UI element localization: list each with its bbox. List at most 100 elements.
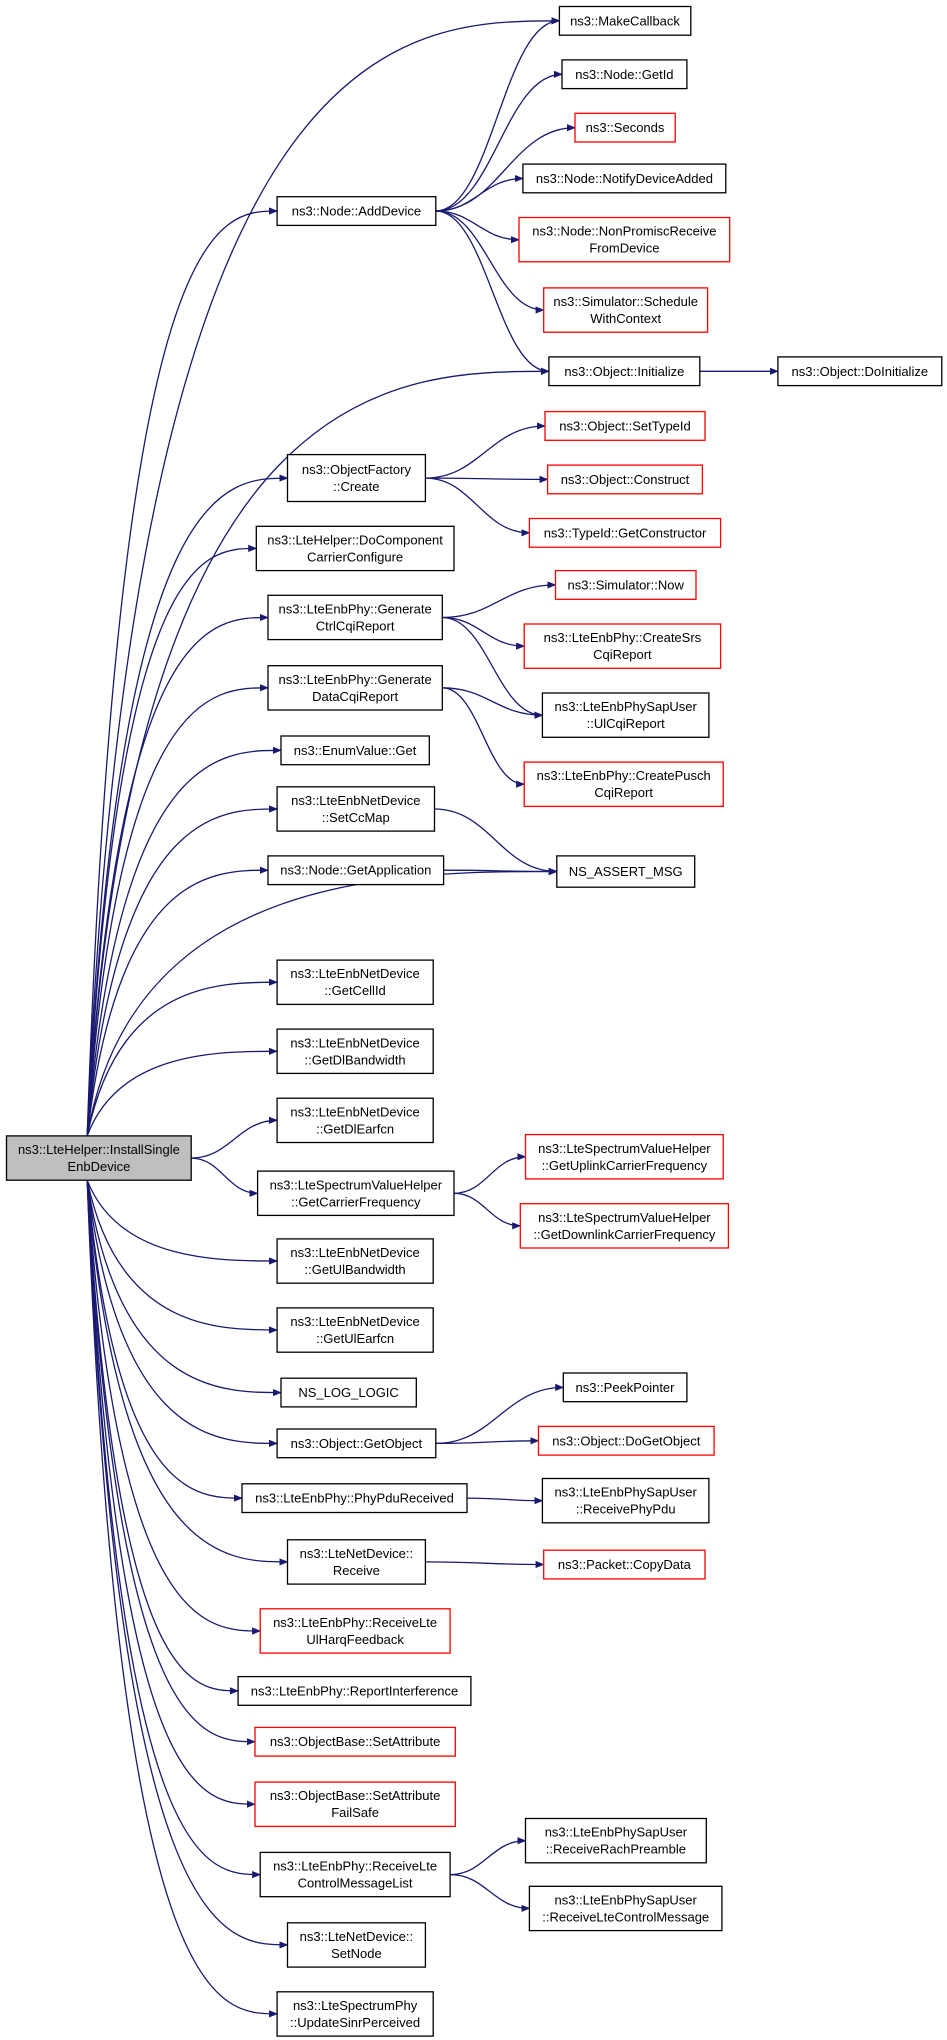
node-receivephypdu[interactable]: ns3::LteEnbPhySapUser::ReceivePhyPdu: [541, 1477, 710, 1524]
node-notifydeviceadded[interactable]: ns3::Node::NotifyDeviceAdded: [522, 163, 727, 194]
node-box-getdlbw[interactable]: [276, 1028, 434, 1075]
node-factorycreate[interactable]: ns3::ObjectFactory::Create: [286, 453, 427, 503]
node-box-setattribute[interactable]: [254, 1726, 456, 1757]
node-ctrlmsglist[interactable]: ns3::LteEnbPhy::ReceiveLteControlMessage…: [259, 1851, 451, 1898]
node-box-schedulewithcontext[interactable]: [543, 287, 709, 333]
node-getulearfcn[interactable]: ns3::LteEnbNetDevice::GetUlEarfcn: [276, 1307, 434, 1353]
node-initialize[interactable]: ns3::Object::Initialize: [548, 356, 701, 387]
node-box-gencqi[interactable]: [267, 594, 443, 641]
node-box-ctrlmsglist[interactable]: [259, 1851, 451, 1898]
node-makecallback[interactable]: ns3::MakeCallback: [558, 5, 692, 36]
node-box-getdlearfcn[interactable]: [276, 1097, 434, 1144]
node-box-downlinkcarrier[interactable]: [519, 1203, 730, 1249]
node-box-reportinterference[interactable]: [237, 1675, 472, 1706]
node-assertmsg[interactable]: NS_ASSERT_MSG: [556, 855, 696, 888]
node-box-getapplication[interactable]: [267, 855, 445, 886]
node-docc[interactable]: ns3::LteHelper::DoComponentCarrierConfig…: [255, 525, 455, 572]
node-box-makecallback[interactable]: [558, 5, 692, 36]
node-setccmap[interactable]: ns3::LteEnbNetDevice::SetCcMap: [276, 786, 436, 832]
node-box-adddevice[interactable]: [276, 196, 437, 227]
node-box-setattributefailsafe[interactable]: [254, 1781, 456, 1828]
node-box-uplinkcarrier[interactable]: [524, 1133, 724, 1180]
node-box-settypeid[interactable]: [544, 410, 706, 441]
node-loglogic[interactable]: NS_LOG_LOGIC: [280, 1377, 417, 1408]
node-box-peekpointer[interactable]: [562, 1372, 688, 1403]
node-box-ulcqireport[interactable]: [541, 692, 710, 738]
node-getdlbw[interactable]: ns3::LteEnbNetDevice::GetDlBandwidth: [276, 1028, 434, 1075]
node-box-nonpromisc[interactable]: [518, 216, 731, 263]
node-rachpreamble[interactable]: ns3::LteEnbPhySapUser::ReceiveRachPreamb…: [524, 1817, 707, 1864]
node-box-createsrs[interactable]: [523, 623, 722, 669]
node-box-getulearfcn[interactable]: [276, 1307, 434, 1353]
node-box-netdevreceive[interactable]: [286, 1539, 427, 1585]
node-box-root[interactable]: [5, 1135, 192, 1181]
node-box-copydata[interactable]: [543, 1549, 706, 1580]
node-getconstructor[interactable]: ns3::TypeId::GetConstructor: [528, 517, 722, 548]
node-enumget[interactable]: ns3::EnumValue::Get: [280, 735, 430, 766]
node-seconds[interactable]: ns3::Seconds: [574, 112, 676, 143]
node-box-phypdureceived[interactable]: [241, 1483, 468, 1514]
node-box-ulharq[interactable]: [259, 1608, 451, 1654]
node-phypdureceived[interactable]: ns3::LteEnbPhy::PhyPduReceived: [241, 1483, 468, 1514]
node-getapplication[interactable]: ns3::Node::GetApplication: [267, 855, 445, 886]
node-peekpointer[interactable]: ns3::PeekPointer: [562, 1372, 688, 1403]
node-box-doinitialize[interactable]: [777, 356, 943, 387]
node-copydata[interactable]: ns3::Packet::CopyData: [543, 1549, 706, 1580]
node-box-getobject[interactable]: [276, 1428, 437, 1459]
node-box-notifydeviceadded[interactable]: [522, 163, 727, 194]
node-box-spectrumcarrier[interactable]: [256, 1170, 455, 1217]
node-box-createpusch[interactable]: [523, 761, 724, 808]
node-updatesinr[interactable]: ns3::LteSpectrumPhy::UpdateSinrPerceived: [276, 1991, 434, 2037]
node-box-dogetobject[interactable]: [537, 1425, 715, 1456]
node-setnode[interactable]: ns3::LteNetDevice::SetNode: [286, 1922, 427, 1968]
node-box-getconstructor[interactable]: [528, 517, 722, 548]
node-box-factorycreate[interactable]: [286, 453, 427, 503]
node-getobject[interactable]: ns3::Object::GetObject: [276, 1428, 437, 1459]
node-box-updatesinr[interactable]: [276, 1991, 434, 2037]
node-box-rachpreamble[interactable]: [524, 1817, 707, 1864]
node-ulcqireport[interactable]: ns3::LteEnbPhySapUser::UlCqiReport: [541, 692, 710, 738]
node-box-docc[interactable]: [255, 525, 455, 572]
node-uplinkcarrier[interactable]: ns3::LteSpectrumValueHelper::GetUplinkCa…: [524, 1133, 724, 1180]
node-box-gendatacqi[interactable]: [267, 665, 443, 711]
node-downlinkcarrier[interactable]: ns3::LteSpectrumValueHelper::GetDownlink…: [519, 1203, 730, 1249]
node-box-ltectrlmsg[interactable]: [528, 1885, 723, 1932]
node-box-node_getid[interactable]: [561, 59, 688, 90]
node-box-simnow[interactable]: [554, 569, 697, 600]
node-adddevice[interactable]: ns3::Node::AddDevice: [276, 196, 437, 227]
node-netdevreceive[interactable]: ns3::LteNetDevice::Receive: [286, 1539, 427, 1585]
node-box-setnode[interactable]: [286, 1922, 427, 1968]
node-box-getcellid[interactable]: [276, 959, 434, 1006]
node-box-loglogic[interactable]: [280, 1377, 417, 1408]
node-getcellid[interactable]: ns3::LteEnbNetDevice::GetCellId: [276, 959, 434, 1006]
node-settypeid[interactable]: ns3::Object::SetTypeId: [544, 410, 706, 441]
node-node_getid[interactable]: ns3::Node::GetId: [561, 59, 688, 90]
node-doinitialize[interactable]: ns3::Object::DoInitialize: [777, 356, 943, 387]
node-box-enumget[interactable]: [280, 735, 430, 766]
node-box-assertmsg[interactable]: [556, 855, 696, 888]
node-construct[interactable]: ns3::Object::Construct: [546, 464, 704, 495]
node-box-receivephypdu[interactable]: [541, 1477, 710, 1524]
node-ltectrlmsg[interactable]: ns3::LteEnbPhySapUser::ReceiveLteControl…: [528, 1885, 723, 1932]
node-box-construct[interactable]: [546, 464, 704, 495]
node-spectrumcarrier[interactable]: ns3::LteSpectrumValueHelper::GetCarrierF…: [256, 1170, 455, 1217]
node-box-setccmap[interactable]: [276, 786, 436, 832]
node-reportinterference[interactable]: ns3::LteEnbPhy::ReportInterference: [237, 1675, 472, 1706]
node-box-getulbw[interactable]: [276, 1238, 434, 1284]
node-box-seconds[interactable]: [574, 112, 676, 143]
node-box-initialize[interactable]: [548, 356, 701, 387]
node-setattribute[interactable]: ns3::ObjectBase::SetAttribute: [254, 1726, 456, 1757]
node-dogetobject[interactable]: ns3::Object::DoGetObject: [537, 1425, 715, 1456]
node-simnow[interactable]: ns3::Simulator::Now: [554, 569, 697, 600]
node-getulbw[interactable]: ns3::LteEnbNetDevice::GetUlBandwidth: [276, 1238, 434, 1284]
node-getdlearfcn[interactable]: ns3::LteEnbNetDevice::GetDlEarfcn: [276, 1097, 434, 1144]
